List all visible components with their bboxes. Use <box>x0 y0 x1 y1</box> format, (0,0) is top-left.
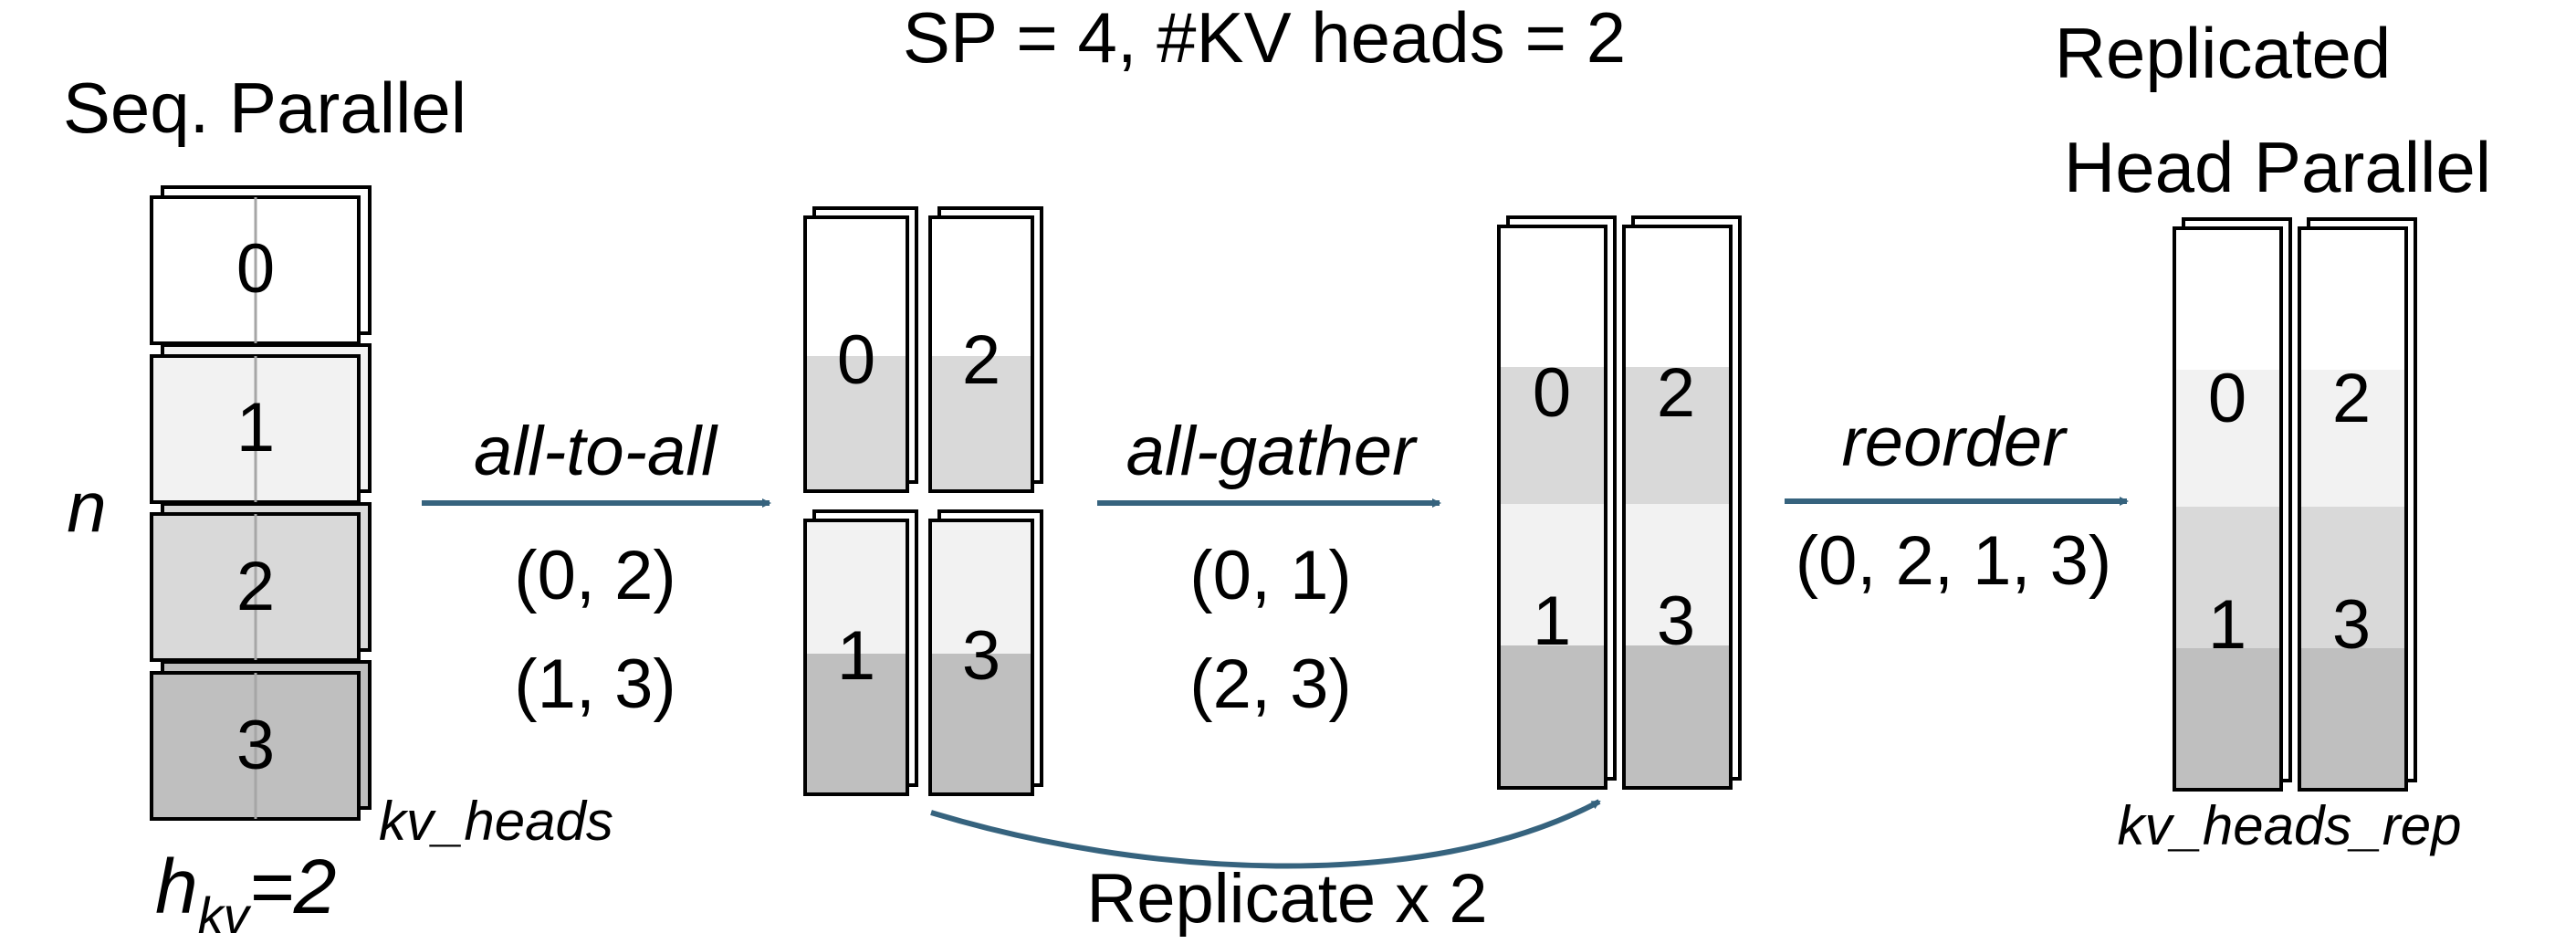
replicated-title-line2: Head Parallel <box>2064 127 2491 207</box>
seq-block-label: 0 <box>236 230 275 308</box>
seq-block-1: 1 <box>150 343 372 504</box>
stage3-label: 2 <box>1657 354 1695 432</box>
stage2-columns: 0 2 1 3 <box>803 206 1043 796</box>
stage3-label: 0 <box>1533 354 1571 432</box>
seq-block-label: 3 <box>236 707 275 784</box>
step-group: (1, 3) <box>514 645 675 723</box>
stage4-columns: 0 1 2 3 <box>2173 217 2417 792</box>
stage3-label: 3 <box>1657 582 1695 660</box>
stage2-col-1: 2 <box>928 206 1043 493</box>
seq-block-2: 2 <box>150 502 372 662</box>
stage4-label: 1 <box>2208 586 2246 664</box>
stage2-label: 1 <box>837 617 875 695</box>
replicate-arrow <box>930 799 1601 869</box>
step-group: (0, 1) <box>1189 537 1351 614</box>
stage2-label: 3 <box>962 617 1000 695</box>
step-op-all-gather: all-gather <box>1126 413 1419 490</box>
h-kv-sub: kv <box>198 886 252 944</box>
step-group: (0, 2, 1, 3) <box>1796 522 2111 600</box>
stage3-columns: 0 1 2 3 <box>1497 215 1742 790</box>
stage2-col-3: 3 <box>928 509 1043 796</box>
seq-block-label: 2 <box>236 548 275 625</box>
seq-block-3: 3 <box>150 660 372 821</box>
seq-block-label: 1 <box>236 389 275 467</box>
step-group: (0, 2) <box>514 537 675 614</box>
stage2-label: 0 <box>837 321 875 399</box>
replicated-title-line1: Replicated <box>2055 13 2392 93</box>
kv-heads-label: kv_heads <box>379 791 613 852</box>
stage3-col-0: 0 1 <box>1497 215 1617 790</box>
stage4-label: 2 <box>2332 360 2371 437</box>
h-kv-main: h <box>155 844 198 929</box>
seq-parallel-title: Seq. Parallel <box>63 68 466 148</box>
seq-parallel-stack: 0 1 2 3 <box>150 185 372 821</box>
stage4-label: 0 <box>2208 360 2246 437</box>
step-op-reorder: reorder <box>1842 404 2068 481</box>
diagram-title: SP = 4, #KV heads = 2 <box>903 0 1626 78</box>
h-kv-value: =2 <box>249 844 337 929</box>
stage2-col-2: 1 <box>803 509 918 796</box>
replicate-label: Replicate x 2 <box>1086 860 1487 938</box>
h-kv-label: hkv=2 <box>155 844 337 944</box>
stage4-label: 3 <box>2332 586 2371 664</box>
step-group: (2, 3) <box>1189 645 1351 723</box>
kv-heads-rep-label: kv_heads_rep <box>2118 795 2462 856</box>
n-label: n <box>67 467 106 547</box>
stage2-label: 2 <box>962 321 1000 399</box>
seq-block-0: 0 <box>150 185 372 345</box>
stage3-col-1: 2 3 <box>1622 215 1742 790</box>
stage2-col-0: 0 <box>803 206 918 493</box>
stage4-col-0: 0 1 <box>2173 217 2292 792</box>
stage4-col-1: 2 3 <box>2298 217 2417 792</box>
stage3-label: 1 <box>1533 582 1571 660</box>
step-op-all-to-all: all-to-all <box>474 413 718 490</box>
